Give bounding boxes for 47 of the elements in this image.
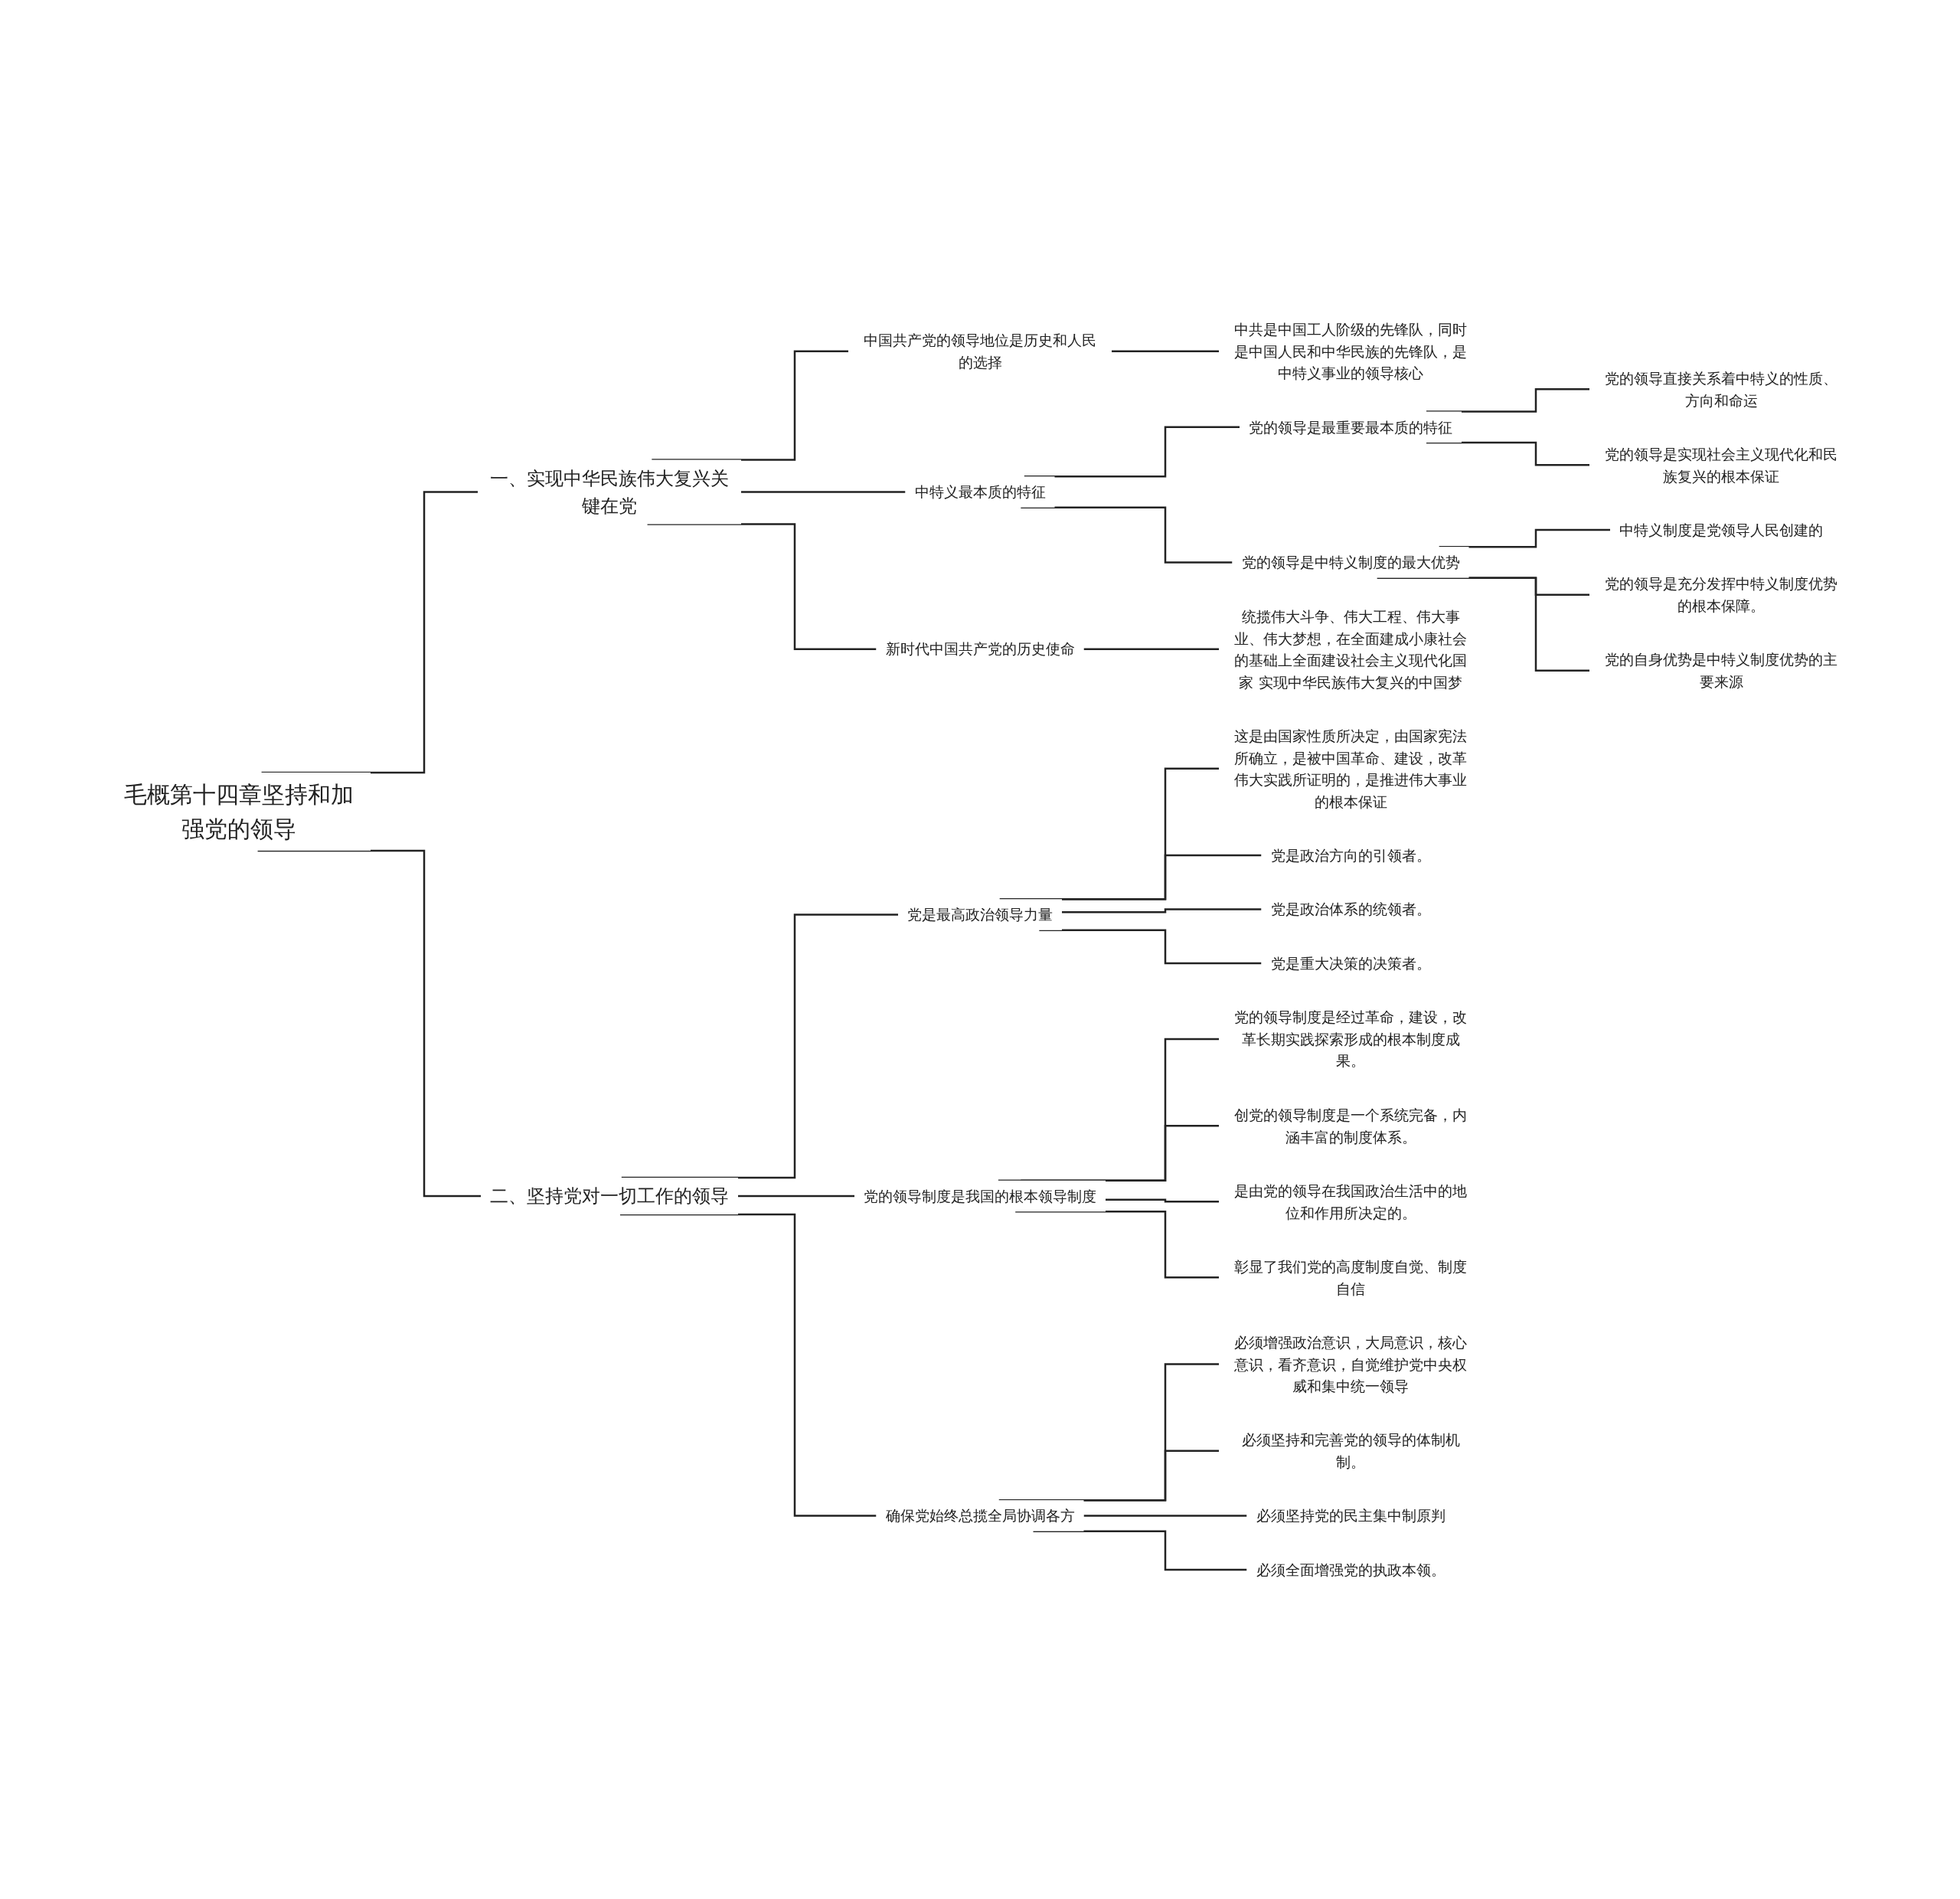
node-text: 中共是中国工人阶级的先锋队，同时是中国人民和中华民族的先锋队，是中特义事业的领导核心 [1234,320,1467,381]
connector [1083,1515,1248,1517]
node-text: 必须坚持党的民主集中制原判 [1256,1507,1446,1525]
connector [647,523,877,650]
node-text: 中特义制度是党领导人民创建的 [1619,521,1823,538]
node-text: 党的领导直接关系着中特义的性质、方向和命运 [1605,369,1838,409]
node-text: 这是由国家性质所决定，由国家宪法所确立，是被中国革命、建设，改革伟大实践所证明的，是推进伟大事业的根本保证 [1234,727,1467,810]
node-text: 党的领导是实现社会主义现代化和民族复兴的根本保证 [1605,445,1838,485]
connector [619,1213,877,1517]
connector [1024,426,1241,478]
connector [652,350,850,461]
connector [257,849,482,1198]
node-text: 统揽伟大斗争、伟大工程、伟大事业、伟大梦想，在全面建成小康社会的基础上全面建设社会主义现代化国家 实现中华民族伟大复兴的中国梦 [1234,607,1467,691]
node-text: 党是政治体系的统领者。 [1270,900,1431,918]
connector [741,491,906,493]
node-text: 新时代中国共产党的历史使命 [885,640,1075,658]
connector [1426,387,1591,413]
connector [1377,577,1591,672]
connector [261,491,479,774]
connector [1439,528,1612,548]
node-text: 党的领导是充分发挥中特义制度优势的根本保障。 [1605,575,1838,614]
node-text: 党的领导制度是经过革命，建设，改革长期实践探索形成的根本制度成果。 [1234,1008,1467,1070]
connector [738,1195,856,1198]
connector [1106,1198,1220,1203]
node-text: 彰显了我们党的高度制度自觉、制度自信 [1234,1257,1467,1297]
connector [1062,908,1263,914]
node-text: 必须全面增强党的执政本领。 [1256,1561,1446,1578]
connector [1426,441,1591,466]
connector [1015,1210,1220,1279]
node-text: 党是重大决策的决策者。 [1270,954,1431,972]
connector [1033,1530,1248,1571]
connector [998,1363,1220,1502]
node-text: 中国共产党的领导地位是历史和人民的选择 [864,332,1096,371]
connector [999,767,1220,900]
node-text: 必须坚持和完善党的领导的体制机制。 [1241,1431,1460,1470]
connector [1083,648,1220,650]
node-text: 党的自身优势是中特义制度优势的主要来源 [1605,651,1838,690]
node-text: 必须增强政治意识，大局意识，核心意识，看齐意识，自觉维护党中央权威和集中统一领导 [1234,1333,1467,1394]
connector [1112,350,1220,352]
connector [998,1038,1220,1182]
connector [621,914,900,1179]
connector [1021,506,1233,564]
connector [1039,929,1263,965]
node-text: 创党的领导制度是一个系统完备，内涵丰富的制度体系。 [1234,1106,1467,1146]
connector [1021,1124,1220,1182]
node-text: 党是政治方向的引领者。 [1270,846,1431,864]
node-text: 是由党的领导在我国政治生活中的地位和作用所决定的。 [1234,1182,1467,1221]
